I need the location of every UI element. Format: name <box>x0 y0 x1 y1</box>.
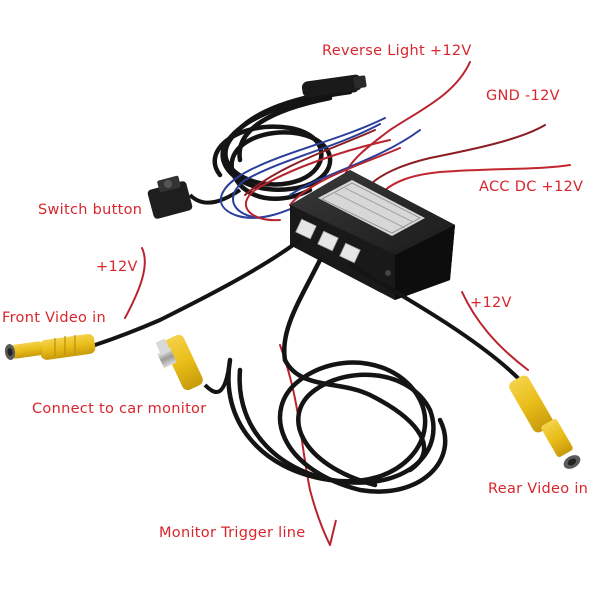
monitor-cable-coil <box>226 257 448 494</box>
label-connect-monitor: Connect to car monitor <box>32 401 207 417</box>
front-video-cable <box>93 238 302 347</box>
label-front-video-in: Front Video in <box>2 310 106 326</box>
trigger-wire-tail <box>329 519 337 546</box>
label-front-12v: +12V <box>96 259 138 275</box>
switch-button-module <box>147 175 242 219</box>
signal-wires <box>124 61 571 546</box>
inline-connector <box>301 74 367 98</box>
rear-video-rca-plug <box>509 375 581 469</box>
label-switch-button: Switch button <box>38 202 143 218</box>
monitor-rca-plug <box>155 334 232 394</box>
control-box <box>290 170 455 300</box>
label-rear-12v: +12V <box>470 295 512 311</box>
label-rear-video-in: Rear Video in <box>488 481 589 497</box>
front-video-rca-plug <box>4 333 96 360</box>
rear-video-cable <box>348 263 522 382</box>
label-reverse-light: Reverse Light +12V <box>322 43 472 59</box>
label-monitor-trigger: Monitor Trigger line <box>159 525 306 541</box>
label-gnd: GND -12V <box>486 88 560 104</box>
label-acc-dc: ACC DC +12V <box>479 179 584 195</box>
